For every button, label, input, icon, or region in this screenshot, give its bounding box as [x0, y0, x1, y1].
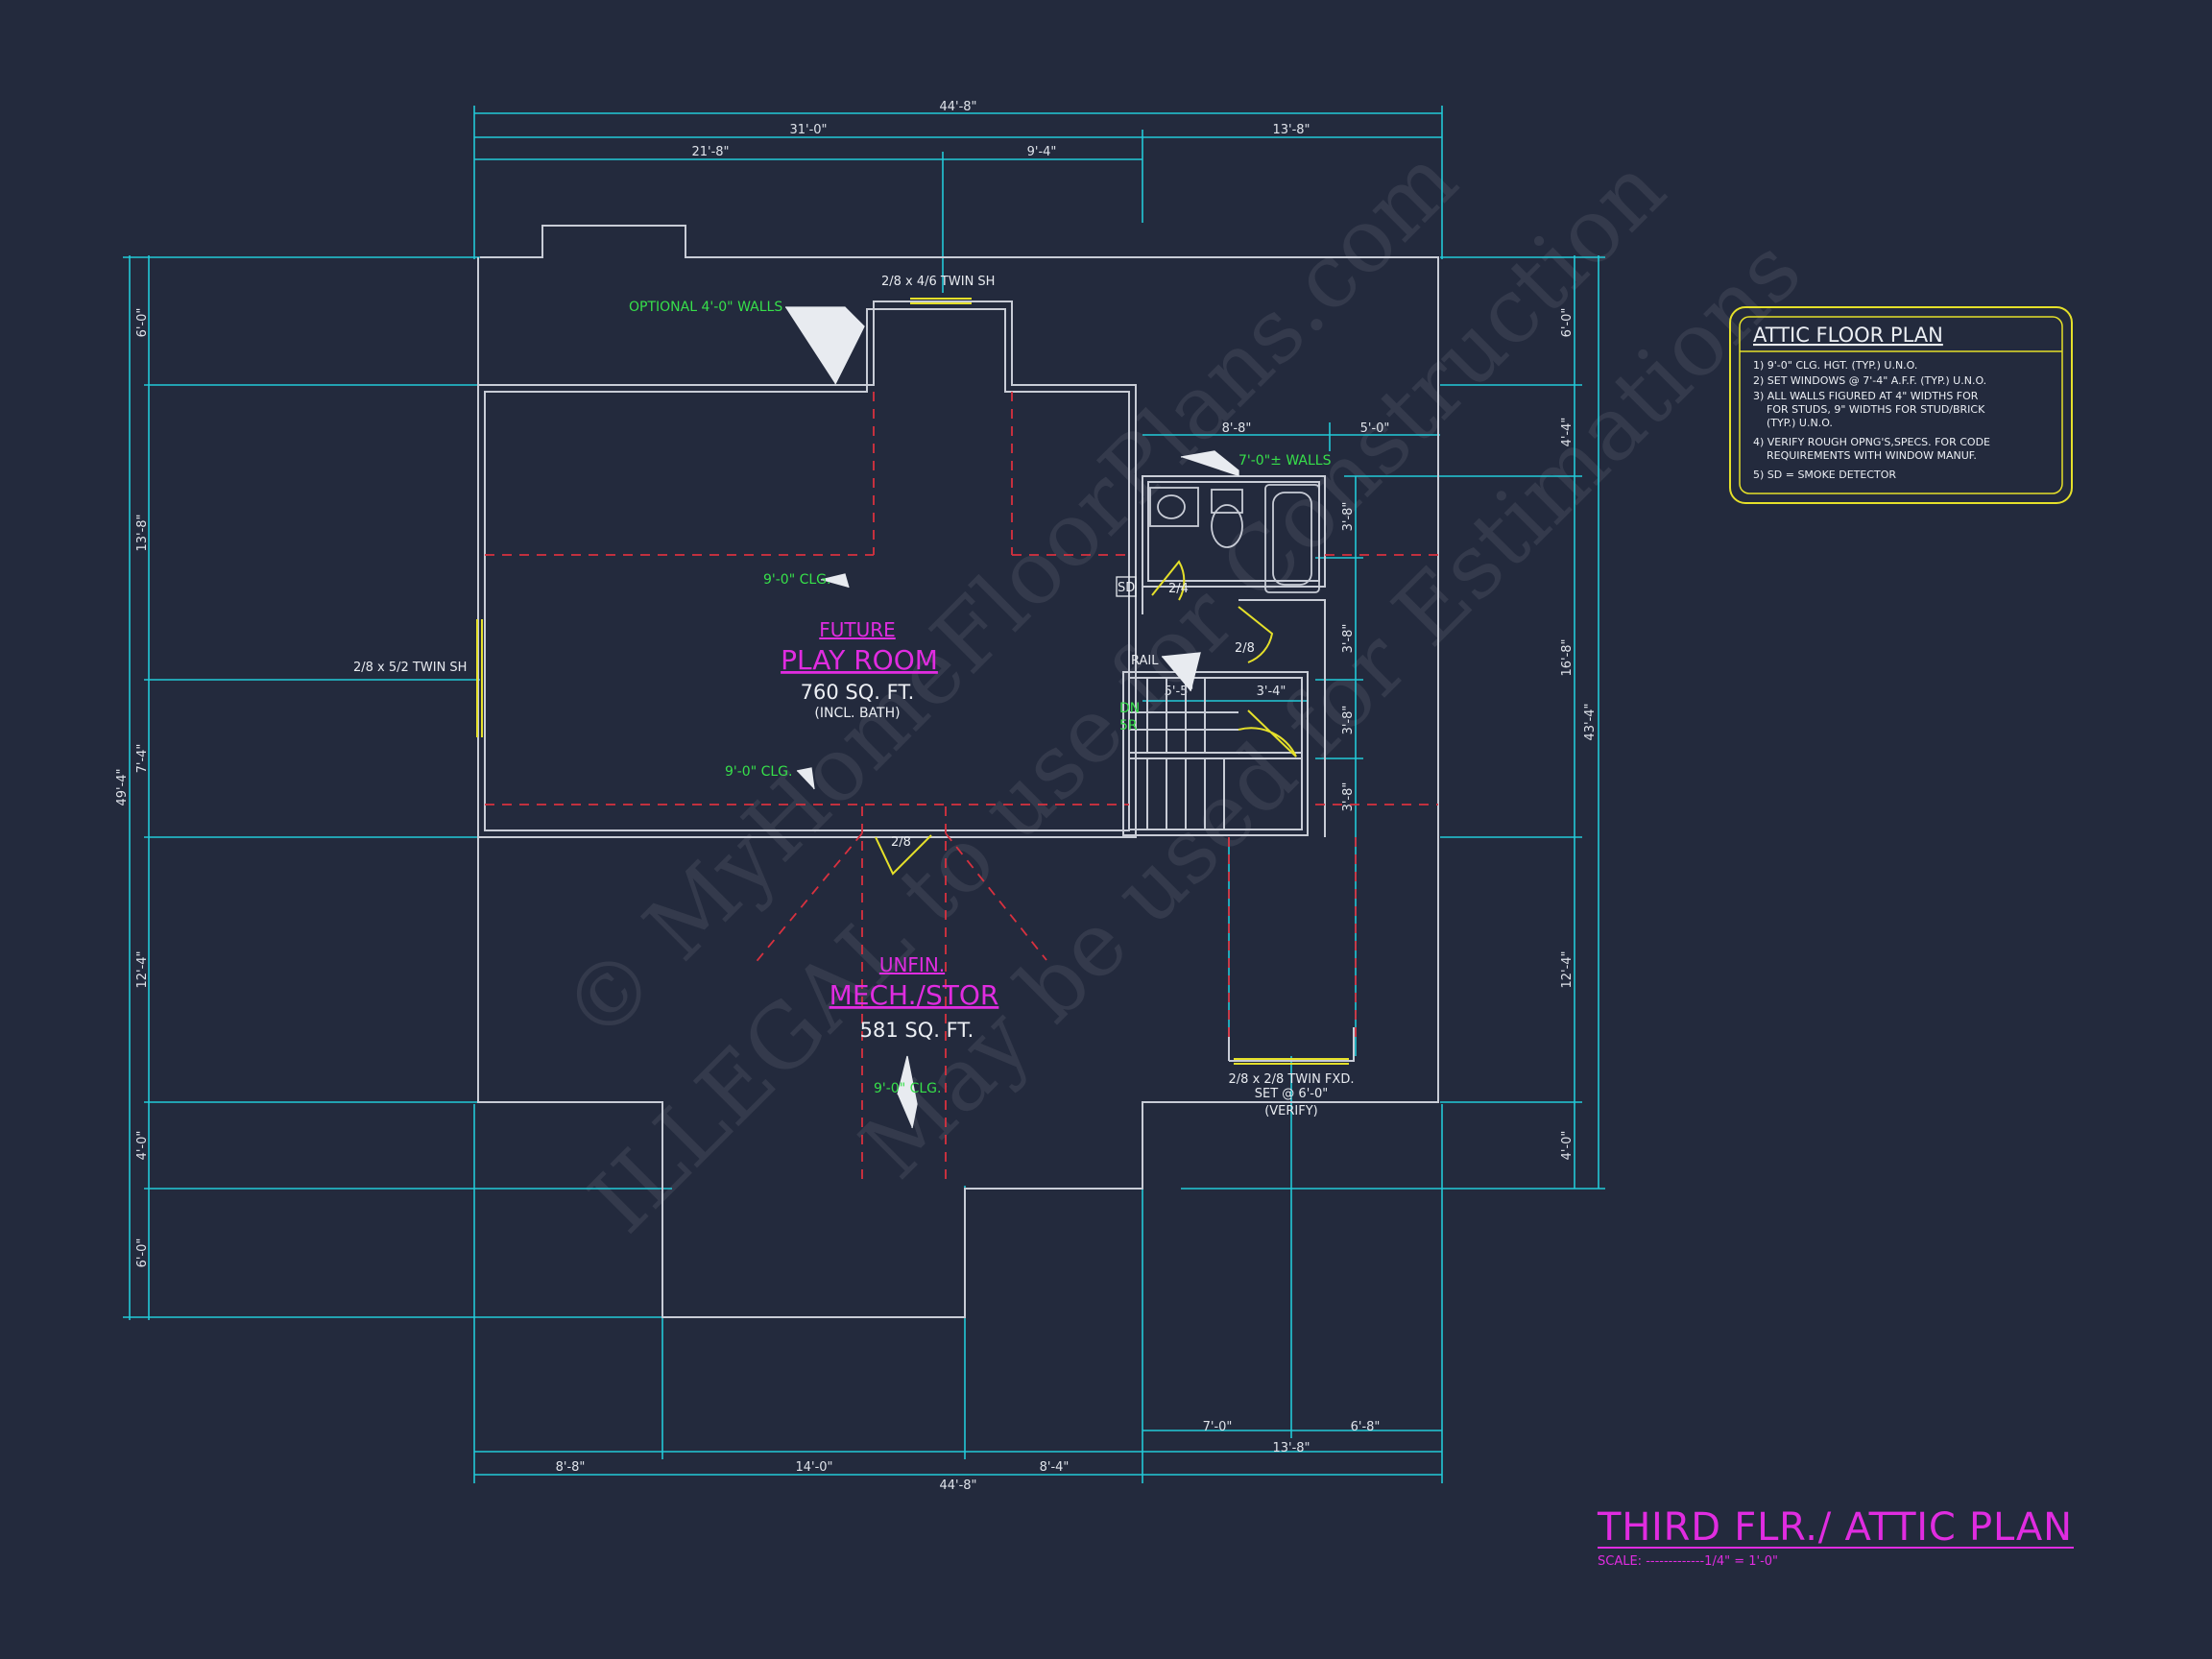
- optional-walls-note: OPTIONAL 4'-0" WALLS: [629, 300, 782, 315]
- rail-label: RAIL: [1131, 654, 1159, 668]
- dim-bot-overall: 44'-8": [939, 1479, 976, 1493]
- dim-bot-88: 8'-8": [556, 1460, 586, 1475]
- bath-fixtures: [1149, 484, 1320, 593]
- dim-r38a: 3'-8": [1341, 502, 1356, 532]
- door-28-mech: [875, 834, 932, 876]
- door-28-bath: [1238, 606, 1274, 663]
- dim-r38d: 3'-8": [1341, 782, 1356, 812]
- windows: [476, 298, 1349, 1065]
- dim-stair-34: 3'-4": [1257, 685, 1286, 699]
- watermark-line-3: May be used for Estimations: [841, 219, 1820, 1198]
- clg-note-1: 9'-0" CLG.: [763, 572, 830, 588]
- exterior-walls: [477, 225, 1439, 1318]
- dim-left-6a: 6'-0": [135, 308, 150, 338]
- play-room-area: 760 SQ. FT.: [801, 681, 915, 704]
- note-5: 5) SD = SMOKE DETECTOR: [1753, 469, 1896, 481]
- play-room-prefix: FUTURE: [819, 618, 896, 641]
- dim-right-6: 6'-0": [1560, 308, 1575, 338]
- dim-r38b: 3'-8": [1341, 624, 1356, 654]
- sink-icon: [1149, 487, 1199, 527]
- bathtub-icon: [1264, 484, 1320, 593]
- dim-top-13: 13'-8": [1272, 123, 1310, 137]
- clg-note-2: 9'-0" CLG.: [725, 764, 792, 780]
- dim-bot-7: 7'-0": [1203, 1420, 1233, 1434]
- note-4b: REQUIREMENTS WITH WINDOW MANUF.: [1767, 449, 1977, 462]
- dn-label: DN: [1119, 701, 1140, 716]
- window-bottom-label-3: (VERIFY): [1264, 1104, 1318, 1118]
- hidden-lines: [485, 392, 1438, 1186]
- clg-note-3: 9'-0" CLG.: [874, 1081, 941, 1096]
- dim-top-9: 9'-4": [1027, 145, 1057, 159]
- door-24-label: 2/4: [1168, 582, 1189, 596]
- dim-bath-5: 5'-0": [1360, 421, 1390, 436]
- scale-label: SCALE: -------------1/4" = 1'-0": [1598, 1554, 1778, 1569]
- window-bottom-label-2: SET @ 6'-0": [1255, 1087, 1328, 1101]
- dim-bot-14: 14'-0": [795, 1460, 832, 1475]
- dim-right-124: 12'-4": [1560, 950, 1575, 988]
- dim-top-31: 31'-0": [789, 123, 827, 137]
- dim-right-168: 16'-8": [1560, 638, 1575, 676]
- window-left-label: 2/8 x 5/2 TWIN SH: [353, 661, 467, 675]
- dim-left-overall: 49'-4": [115, 768, 130, 805]
- window-bottom-label-1: 2/8 x 2/8 TWIN FXD.: [1229, 1072, 1355, 1087]
- play-room-name: PLAY ROOM: [781, 644, 938, 676]
- sd-label: SD: [1118, 581, 1135, 595]
- annotations: OPTIONAL 4'-0" WALLS 7'-0"± WALLS 9'-0" …: [353, 275, 1354, 1118]
- door-28-label-b: 2/8: [891, 835, 911, 850]
- dim-left-124: 12'-4": [135, 950, 150, 988]
- smoke-detector-icon: [1116, 576, 1137, 597]
- leader-lines: [785, 306, 1239, 1129]
- dim-top-21: 21'-8": [691, 145, 729, 159]
- room-labels: FUTURE PLAY ROOM 760 SQ. FT. (INCL. BATH…: [781, 618, 998, 1042]
- dim-top-overall: 44'-8": [939, 100, 976, 114]
- note-4: 4) VERIFY ROUGH OPNG'S,SPECS. FOR CODE: [1753, 436, 1990, 448]
- dim-bath-8: 8'-8": [1222, 421, 1252, 436]
- play-room-sub: (INCL. BATH): [814, 706, 900, 721]
- mech-room-area: 581 SQ. FT.: [860, 1019, 974, 1042]
- note-3b: FOR STUDS, 9" WIDTHS FOR STUD/BRICK: [1767, 403, 1985, 416]
- dim-right-4b: 4'-0": [1560, 1131, 1575, 1161]
- door-28-stair: [1238, 709, 1297, 757]
- door-28-label-a: 2/8: [1235, 641, 1255, 656]
- dim-bot-138: 13'-8": [1272, 1441, 1310, 1455]
- dimension-lines: [123, 106, 1605, 1483]
- 5r-label: 5R: [1119, 718, 1138, 733]
- dim-bot-68: 6'-8": [1351, 1420, 1381, 1434]
- note-3c: (TYP.) U.N.O.: [1767, 417, 1833, 429]
- dim-left-138: 13'-8": [135, 514, 150, 551]
- watermark-line-1: © MyHomeFloorPlans.com: [542, 129, 1477, 1063]
- dim-right-overall: 43'-4": [1583, 703, 1598, 740]
- doors: [875, 560, 1297, 876]
- notes-heading: ATTIC FLOOR PLAN: [1753, 324, 1943, 347]
- dim-bot-84: 8'-4": [1040, 1460, 1070, 1475]
- dim-r38c: 3'-8": [1341, 706, 1356, 735]
- notes-box: ATTIC FLOOR PLAN 1) 9'-0" CLG. HGT. (TYP…: [1729, 306, 2073, 504]
- note-2: 2) SET WINDOWS @ 7'-4" A.F.F. (TYP.) U.N…: [1753, 374, 1986, 387]
- mech-room-prefix: UNFIN.: [879, 953, 945, 976]
- walls-7-note: 7'-0"± WALLS: [1238, 453, 1332, 469]
- dim-left-74: 7'-4": [135, 744, 150, 774]
- drawing-title: THIRD FLR./ ATTIC PLAN: [1597, 1505, 2072, 1550]
- title-block: THIRD FLR./ ATTIC PLAN SCALE: ----------…: [1597, 1505, 2074, 1569]
- window-top-label: 2/8 x 4/6 TWIN SH: [881, 275, 995, 289]
- door-24: [1151, 560, 1186, 601]
- note-3: 3) ALL WALLS FIGURED AT 4" WIDTHS FOR: [1753, 390, 1979, 402]
- toilet-icon: [1211, 489, 1243, 514]
- mech-room-name: MECH./STOR: [830, 979, 999, 1011]
- dim-right-4a: 4'-4": [1560, 418, 1575, 447]
- dim-left-4: 4'-0": [135, 1131, 150, 1161]
- watermark: © MyHomeFloorPlans.com ILLEGAL to use fo…: [542, 129, 1820, 1253]
- note-1: 1) 9'-0" CLG. HGT. (TYP.) U.N.O.: [1753, 359, 1917, 372]
- dim-left-6b: 6'-0": [135, 1238, 150, 1268]
